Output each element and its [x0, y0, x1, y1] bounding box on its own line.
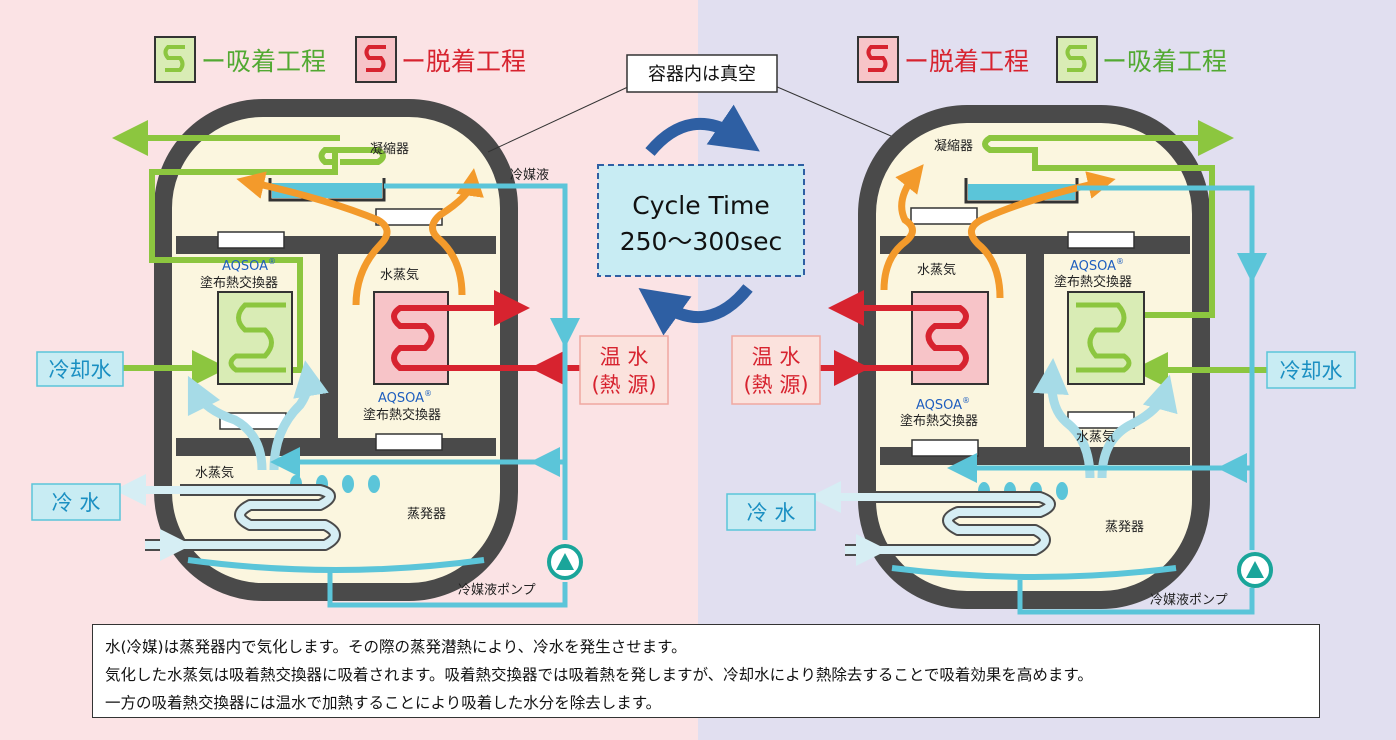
explanation-caption: 水(冷媒)は蒸発器内で気化します。その際の蒸発潜熱により、冷水を発生させます。 … [92, 624, 1320, 718]
left-refrigerant-label: 冷媒液 [510, 168, 549, 183]
left-chilled-water-label: 冷 水 [52, 491, 101, 515]
right-unit: ー脱着工程 ー吸着工程 [726, 36, 1356, 615]
left-hot-water-label: 温 水 [600, 345, 649, 369]
right-chilled-water-box [726, 493, 816, 531]
right-condenser-label: 凝縮器 [934, 138, 973, 154]
right-vapor-bottom-label: 水蒸気 [1076, 429, 1115, 445]
vacuum-note-box [626, 54, 778, 93]
adsorption-legend-label-right: ー吸着工程 [1102, 47, 1227, 76]
right-evaporator-label: 蒸発器 [1105, 520, 1144, 535]
left-hot-water-box [579, 335, 669, 405]
cycle-arrow-top-icon [645, 104, 760, 156]
right-aqsoa-a: AQSOA® [1070, 257, 1124, 274]
right-cooling-water-box [1266, 351, 1356, 389]
left-evaporator-label: 蒸発器 [407, 507, 446, 522]
left-cooling-water-label: 冷却水 [49, 358, 112, 382]
cycle-time-value: 250～300sec [620, 227, 783, 256]
adsorption-legend-icon [154, 36, 196, 83]
left-heat-source-label: (熱 源) [591, 373, 656, 397]
caption-line-2: 気化した水蒸気は吸着熱交換器に吸着されます。吸着熱交換器では吸着熱を発しますが、… [105, 666, 1093, 684]
left-legend: ー吸着工程 ー脱着工程 [154, 36, 526, 83]
cycle-time-label: Cycle Time [632, 191, 769, 220]
left-hx-a-label: 塗布熱交換器 [200, 275, 278, 291]
right-hot-water-label: 温 水 [752, 345, 801, 369]
left-aqsoa-b: AQSOA® [378, 389, 432, 406]
desorption-legend-label: ー脱着工程 [401, 47, 526, 76]
center-area: 容器内は真空 Cycle Time 250～300sec [487, 54, 906, 336]
left-chilled-water-box [31, 483, 121, 521]
vacuum-note-label: 容器内は真空 [648, 64, 756, 85]
right-aqsoa-b: AQSOA® [916, 396, 970, 413]
left-unit: ー吸着工程 ー脱着工程 [31, 36, 669, 608]
caption-line-3: 一方の吸着熱交換器には温水で加熱することにより吸着した水分を除去します。 [105, 694, 662, 712]
right-vapor-top-label: 水蒸気 [917, 262, 956, 278]
left-vapor-bottom-label: 水蒸気 [195, 465, 234, 481]
right-chilled-water-label: 冷 水 [747, 501, 796, 525]
right-hot-water-box [731, 335, 821, 405]
right-hx-a-label: 塗布熱交換器 [1054, 274, 1132, 290]
right-heat-source-label: (熱 源) [743, 373, 808, 397]
desorption-legend-label-right: ー脱着工程 [904, 47, 1029, 76]
right-pump-label: 冷媒液ポンプ [1150, 593, 1228, 608]
caption-line-1: 水(冷媒)は蒸発器内で気化します。その際の蒸発潜熱により、冷水を発生させます。 [105, 638, 687, 656]
left-hx-b-label: 塗布熱交換器 [363, 407, 441, 423]
left-aqsoa-a: AQSOA® [222, 257, 276, 274]
left-pump-label: 冷媒液ポンプ [458, 583, 536, 598]
left-condenser-label: 凝縮器 [370, 141, 409, 157]
right-legend: ー脱着工程 ー吸着工程 [857, 36, 1227, 83]
cycle-time-box [597, 164, 805, 277]
left-vapor-top-label: 水蒸気 [380, 267, 419, 283]
adsorption-legend-label: ー吸着工程 [201, 47, 326, 76]
right-hx-b-label: 塗布熱交換器 [900, 413, 978, 429]
cycle-arrow-bottom-icon [638, 284, 753, 336]
right-cooling-water-label: 冷却水 [1280, 359, 1343, 383]
left-cooling-water-box [36, 351, 124, 387]
